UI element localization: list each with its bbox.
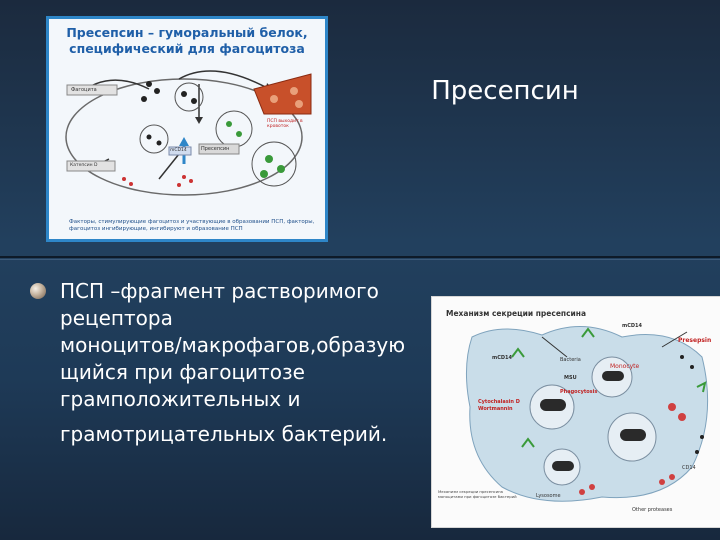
figure1-title: Пресепсин – гуморальный белок, специфиче… xyxy=(49,25,325,57)
label-psp-release: ПСП выходит в кровоток xyxy=(267,119,303,129)
label-mcd14-left: mCD14 xyxy=(492,355,512,361)
label-wortmannin: Wortmannin xyxy=(478,406,513,412)
label-other-proteases: Other proteases xyxy=(632,507,673,513)
label-msu: MSU xyxy=(564,375,577,381)
label-cathepsin: Катепсин D xyxy=(70,163,98,168)
bullet-line: грамположительных и xyxy=(60,387,301,411)
divider-highlight xyxy=(0,259,720,260)
bullet-line: грамотрицательных бактерий. xyxy=(60,422,388,446)
label-monocyte: Monocyte xyxy=(610,363,640,370)
label-presepsin: Presepsin xyxy=(678,337,712,344)
label-mcd14-top: mCD14 xyxy=(622,323,642,329)
bullet-text: ПСП –фрагмент растворимого рецептора мон… xyxy=(60,278,430,448)
phagocytosis-figure: Пресепсин – гуморальный белок, специфиче… xyxy=(46,16,328,242)
label-bacteria: Bacteria xyxy=(560,357,581,363)
figure1-title-line2: специфический для фагоцитоза xyxy=(69,41,305,56)
bullet-line: щийся при фагоцитозе xyxy=(60,360,305,384)
figure1-title-line1: Пресепсин – гуморальный белок, xyxy=(66,25,308,40)
label-cd14: CD14 xyxy=(682,465,696,471)
label-mcd14: mCD14 xyxy=(170,148,187,153)
phagocytosis-diagram xyxy=(65,70,312,196)
secretion-figure: Механизм секреции пресепсина mCD14 mCD14… xyxy=(431,296,720,528)
label-presepsin: Пресепсин xyxy=(201,146,230,152)
bullet-icon xyxy=(30,283,46,299)
figure1-caption: Факторы, стимулирующие фагоцитоз и участ… xyxy=(69,219,315,232)
bullet-line: моноцитов/макрофагов,образую xyxy=(60,333,406,357)
figure2-title: Механизм секреции пресепсина xyxy=(446,309,587,318)
label-phagocytosis: Phagocytosis xyxy=(560,389,598,395)
label-phagocyte: Фагоцита xyxy=(71,87,97,93)
figure2-caption: Механизм секреции пресепсина моноцитами … xyxy=(438,489,517,499)
bullet-line: ПСП –фрагмент растворимого xyxy=(60,279,379,303)
secretion-diagram xyxy=(465,326,709,502)
slide-title: Пресепсин xyxy=(431,76,579,106)
divider-line xyxy=(0,256,720,258)
label-lysosome: Lysosome xyxy=(536,493,561,499)
label-cytochalasin: Cytochalasin D xyxy=(478,399,520,405)
bullet-line: рецептора xyxy=(60,306,173,330)
